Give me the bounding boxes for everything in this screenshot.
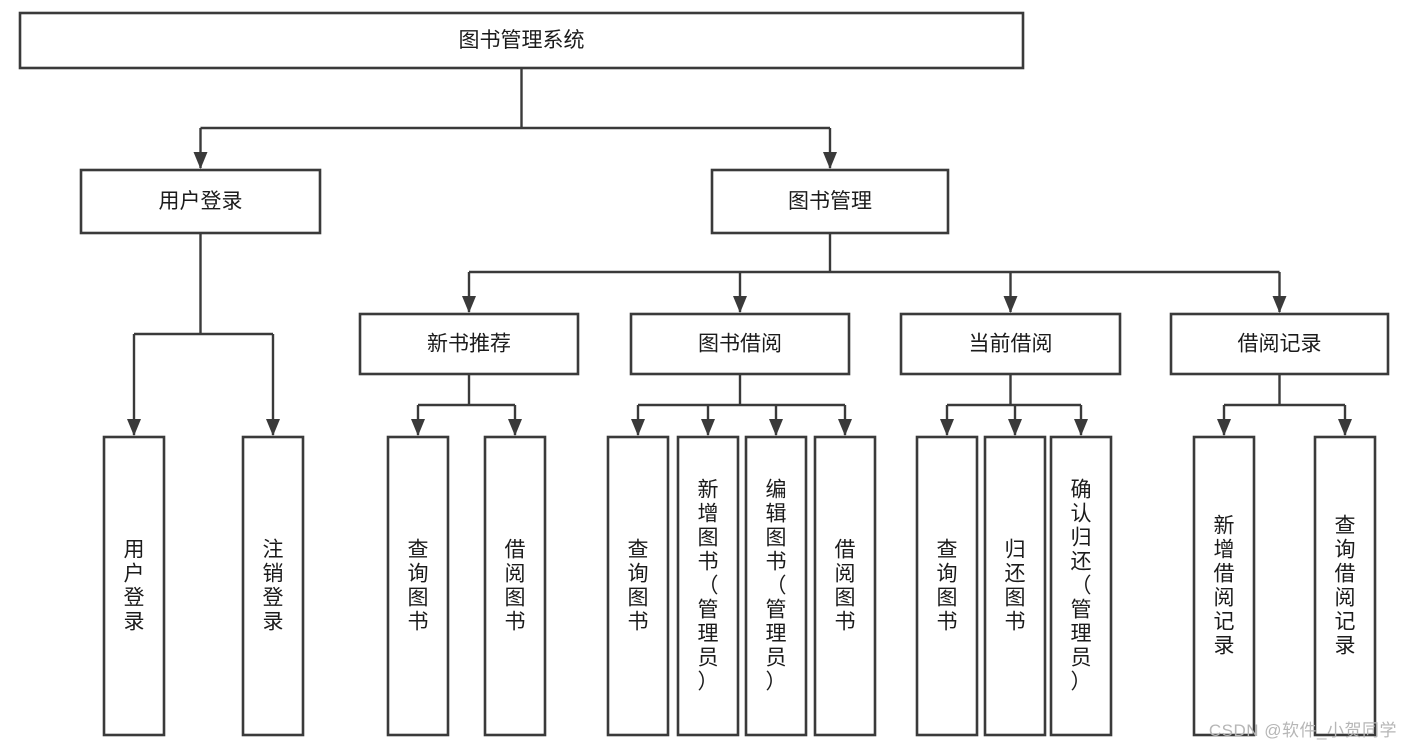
node-book-manage-box[interactable] [710, 168, 950, 235]
node-leaf-return-book-box[interactable] [983, 435, 1047, 737]
arrow-head-icon [508, 419, 522, 436]
node-borrow-record[interactable]: 借阅记录 [1169, 312, 1390, 376]
node-user-login[interactable]: 用户登录 [79, 168, 322, 235]
arrow-head-icon [701, 419, 715, 436]
node-leaf-add-record[interactable]: 新增借阅记录 [1192, 435, 1256, 737]
arrow-head-icon [1217, 419, 1231, 436]
node-leaf-query-book-2-label: 查询图书 [628, 539, 649, 634]
node-leaf-query-book-3-box[interactable] [915, 435, 979, 737]
node-leaf-confirm-return-label: 确认归还（管理员） [1071, 479, 1092, 694]
node-leaf-borrow-book-1[interactable]: 借阅图书 [483, 435, 547, 737]
node-leaf-edit-book-box[interactable] [744, 435, 808, 737]
node-leaf-return-book[interactable]: 归还图书 [983, 435, 1047, 737]
node-root-system[interactable]: 图书管理系统 [18, 11, 1025, 70]
node-new-book-rec[interactable]: 新书推荐 [358, 312, 580, 376]
node-leaf-query-book-3[interactable]: 查询图书 [915, 435, 979, 737]
node-user-login-label: 用户登录 [159, 190, 243, 213]
node-leaf-query-book-3-label: 查询图书 [937, 539, 958, 634]
node-root-system-box[interactable] [18, 11, 1025, 70]
node-leaf-query-book-1-box[interactable] [386, 435, 450, 737]
node-leaf-edit-book[interactable]: 编辑图书（管理员） [744, 435, 808, 737]
node-new-book-rec-label: 新书推荐 [427, 333, 511, 356]
node-leaf-confirm-return-box[interactable] [1049, 435, 1113, 737]
node-leaf-add-record-box[interactable] [1192, 435, 1256, 737]
node-book-borrow-box[interactable] [629, 312, 851, 376]
node-current-borrow[interactable]: 当前借阅 [899, 312, 1122, 376]
arrow-head-icon [266, 419, 280, 436]
arrow-head-icon [733, 296, 747, 313]
arrow-head-icon [462, 296, 476, 313]
node-layer: 图书管理系统用户登录图书管理新书推荐图书借阅当前借阅借阅记录用户登录注销登录查询… [18, 11, 1390, 737]
arrow-head-icon [769, 419, 783, 436]
node-leaf-query-book-1[interactable]: 查询图书 [386, 435, 450, 737]
connector-layer [127, 68, 1352, 436]
arrow-head-icon [1074, 419, 1088, 436]
node-current-borrow-label: 当前借阅 [969, 333, 1053, 356]
node-book-borrow-label: 图书借阅 [698, 333, 782, 356]
arrow-head-icon [940, 419, 954, 436]
node-leaf-borrow-book-2[interactable]: 借阅图书 [813, 435, 877, 737]
node-user-login-box[interactable] [79, 168, 322, 235]
arrow-head-icon [127, 419, 141, 436]
node-borrow-record-label: 借阅记录 [1238, 333, 1322, 356]
arrow-head-icon [838, 419, 852, 436]
node-leaf-query-record-label: 查询借阅记录 [1335, 515, 1356, 658]
node-leaf-query-book-2[interactable]: 查询图书 [606, 435, 670, 737]
node-leaf-query-record[interactable]: 查询借阅记录 [1313, 435, 1377, 737]
node-leaf-edit-book-label: 编辑图书（管理员） [766, 479, 787, 694]
node-leaf-add-record-label: 新增借阅记录 [1214, 515, 1235, 658]
node-new-book-rec-box[interactable] [358, 312, 580, 376]
node-leaf-query-record-box[interactable] [1313, 435, 1377, 737]
arrow-head-icon [631, 419, 645, 436]
node-leaf-user-logout-label: 注销登录 [263, 539, 284, 634]
node-leaf-borrow-book-1-box[interactable] [483, 435, 547, 737]
node-leaf-user-logout-box[interactable] [241, 435, 305, 737]
node-book-manage[interactable]: 图书管理 [710, 168, 950, 235]
node-leaf-user-login[interactable]: 用户登录 [102, 435, 166, 737]
node-borrow-record-box[interactable] [1169, 312, 1390, 376]
node-leaf-user-login-label: 用户登录 [124, 539, 145, 634]
node-leaf-add-book-label: 新增图书（管理员） [698, 479, 719, 694]
node-leaf-confirm-return[interactable]: 确认归还（管理员） [1049, 435, 1113, 737]
arrow-head-icon [823, 152, 837, 169]
node-root-system-label: 图书管理系统 [459, 29, 585, 52]
node-leaf-query-book-1-label: 查询图书 [408, 539, 429, 634]
node-leaf-user-login-box[interactable] [102, 435, 166, 737]
node-leaf-query-book-2-box[interactable] [606, 435, 670, 737]
arrow-head-icon [1008, 419, 1022, 436]
node-leaf-add-book[interactable]: 新增图书（管理员） [676, 435, 740, 737]
node-book-borrow[interactable]: 图书借阅 [629, 312, 851, 376]
node-leaf-add-book-box[interactable] [676, 435, 740, 737]
node-book-manage-label: 图书管理 [788, 190, 872, 213]
node-leaf-user-logout[interactable]: 注销登录 [241, 435, 305, 737]
node-current-borrow-box[interactable] [899, 312, 1122, 376]
arrow-head-icon [411, 419, 425, 436]
arrow-head-icon [1338, 419, 1352, 436]
arrow-head-icon [1272, 296, 1287, 313]
node-leaf-return-book-label: 归还图书 [1005, 539, 1026, 634]
node-leaf-borrow-book-2-label: 借阅图书 [835, 539, 856, 634]
node-leaf-borrow-book-2-box[interactable] [813, 435, 877, 737]
arrow-head-icon [1003, 296, 1018, 313]
arrow-head-icon [193, 152, 208, 169]
node-leaf-borrow-book-1-label: 借阅图书 [505, 539, 526, 634]
